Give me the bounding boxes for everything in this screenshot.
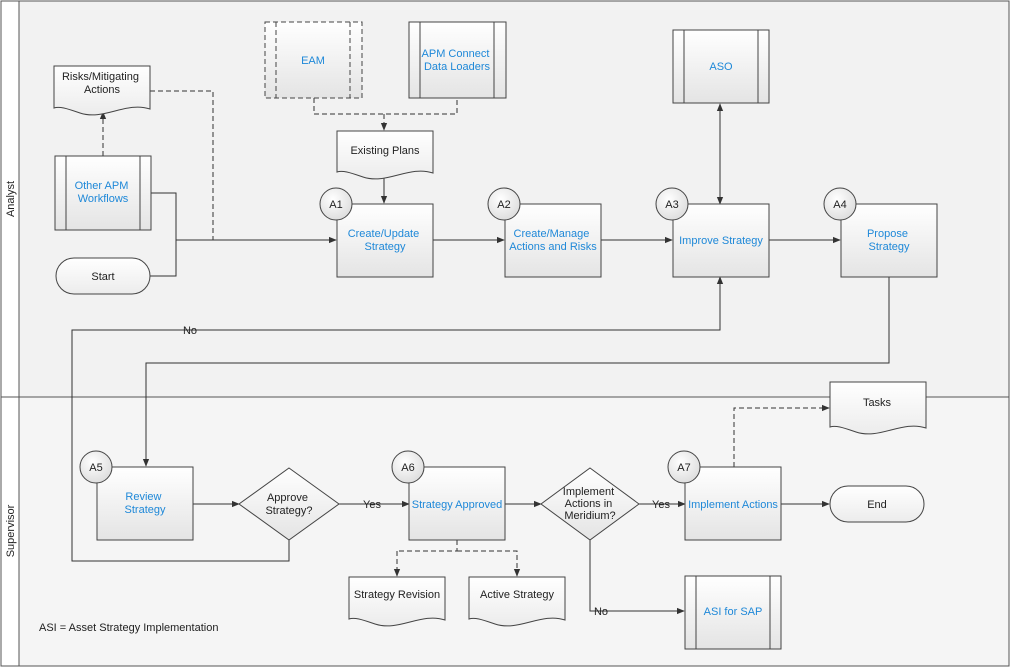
- edge-approved-to-active: [457, 550, 521, 577]
- step-badge-a1-label: A1: [329, 199, 342, 211]
- strategy-revision-label: Strategy Revision: [354, 589, 440, 601]
- tasks-label: Tasks: [863, 397, 892, 409]
- supervisor-nodes: Tasks Review Strategy A5 Approve Strateg…: [39, 381, 927, 650]
- asi-for-sap-system[interactable]: ASI for SAP: [684, 575, 782, 650]
- active-strategy-document[interactable]: Active Strategy: [468, 576, 566, 627]
- asi-abbreviation-note: ASI = Asset Strategy Implementation: [39, 622, 218, 634]
- strategy-approved-label: Strategy Approved: [412, 499, 503, 511]
- edge-implement-to-tasks: [733, 404, 830, 467]
- eam-label: EAM: [301, 55, 325, 67]
- risks-document[interactable]: Risks/Mitigating Actions: [53, 65, 151, 116]
- start-terminator[interactable]: Start: [55, 257, 151, 295]
- step-badge-a1: [319, 187, 353, 221]
- review-strategy-step[interactable]: Review Strategy A5: [79, 450, 194, 541]
- create-manage-actions-step[interactable]: Create/Manage Actions and Risks A2: [487, 187, 602, 278]
- step-badge-a4: [823, 187, 857, 221]
- edge-approve-no-to-improve: [71, 276, 724, 562]
- other-apm-workflows[interactable]: Other APM Workflows: [54, 155, 152, 231]
- risks-document-label: Risks/Mitigating Actions: [62, 71, 142, 96]
- implement-decision-label: Implement Actions in Meridium?: [563, 486, 617, 522]
- aso-system[interactable]: ASO: [672, 29, 770, 104]
- edge-other-apm-to-main: [151, 192, 177, 240]
- create-update-label: Create/Update Strategy: [348, 228, 423, 253]
- review-strategy-label: Review Strategy: [125, 491, 166, 516]
- apm-connect-label: APM Connect Data Loaders: [422, 48, 493, 73]
- existing-plans-label: Existing Plans: [350, 145, 420, 157]
- implement-actions-step[interactable]: Implement Actions A7: [667, 450, 782, 541]
- other-apm-label: Other APM Workflows: [75, 180, 132, 205]
- apm-connect-system[interactable]: APM Connect Data Loaders: [408, 21, 507, 99]
- existing-plans-document[interactable]: Existing Plans: [336, 130, 434, 180]
- implement-actions-label: Implement Actions: [688, 499, 778, 511]
- step-badge-a7: [667, 450, 701, 484]
- end-label: End: [867, 499, 887, 511]
- strategy-revision-document[interactable]: Strategy Revision: [348, 576, 446, 627]
- edge-label-no-loop: No: [183, 325, 197, 337]
- approve-strategy-decision[interactable]: Approve Strategy?: [238, 467, 340, 541]
- step-badge-a2: [487, 187, 521, 221]
- edge-propose-to-review: [142, 277, 890, 467]
- step-badge-a2-label: A2: [497, 199, 510, 211]
- propose-strategy-step[interactable]: Propose Strategy A4: [823, 187, 938, 278]
- propose-strategy-label: Propose Strategy: [867, 228, 911, 253]
- step-badge-a4-label: A4: [833, 199, 846, 211]
- step-badge-a6-label: A6: [401, 462, 414, 474]
- edge-implement-no-to-sap: [589, 540, 685, 615]
- analyst-nodes: Risks/Mitigating Actions EAM APM Connect…: [53, 21, 938, 337]
- aso-label: ASO: [709, 61, 733, 73]
- edge-label-no-sap: No: [594, 606, 608, 618]
- step-badge-a7-label: A7: [677, 462, 690, 474]
- step-badge-a6: [391, 450, 425, 484]
- step-badge-a5: [79, 450, 113, 484]
- lane-label-supervisor: Supervisor: [5, 504, 17, 557]
- edge-label-yes-implement: Yes: [652, 499, 670, 511]
- eam-system[interactable]: EAM: [264, 21, 363, 99]
- edge-loaders-merge: [313, 98, 458, 115]
- improve-strategy-label: Improve Strategy: [679, 235, 763, 247]
- lane-label-analyst: Analyst: [5, 181, 17, 217]
- create-update-strategy-step[interactable]: Create/Update Strategy A1: [319, 187, 434, 278]
- start-label: Start: [91, 271, 114, 283]
- edge-label-yes-approve: Yes: [363, 499, 381, 511]
- step-badge-a3: [655, 187, 689, 221]
- edge-start-to-main: [150, 240, 177, 277]
- edges: [71, 90, 890, 615]
- tasks-document[interactable]: Tasks: [829, 381, 927, 435]
- strategy-approved-step[interactable]: Strategy Approved A6: [391, 450, 506, 541]
- step-badge-a3-label: A3: [665, 199, 678, 211]
- create-manage-label: Create/Manage Actions and Risks: [509, 228, 597, 253]
- improve-strategy-step[interactable]: Improve Strategy A3: [655, 187, 770, 278]
- active-strategy-label: Active Strategy: [480, 589, 554, 601]
- approve-decision-label: Approve Strategy?: [265, 492, 312, 517]
- implement-decision[interactable]: Implement Actions in Meridium?: [540, 467, 640, 541]
- step-badge-a5-label: A5: [89, 462, 102, 474]
- end-terminator[interactable]: End: [829, 485, 925, 523]
- asi-for-sap-label: ASI for SAP: [704, 606, 763, 618]
